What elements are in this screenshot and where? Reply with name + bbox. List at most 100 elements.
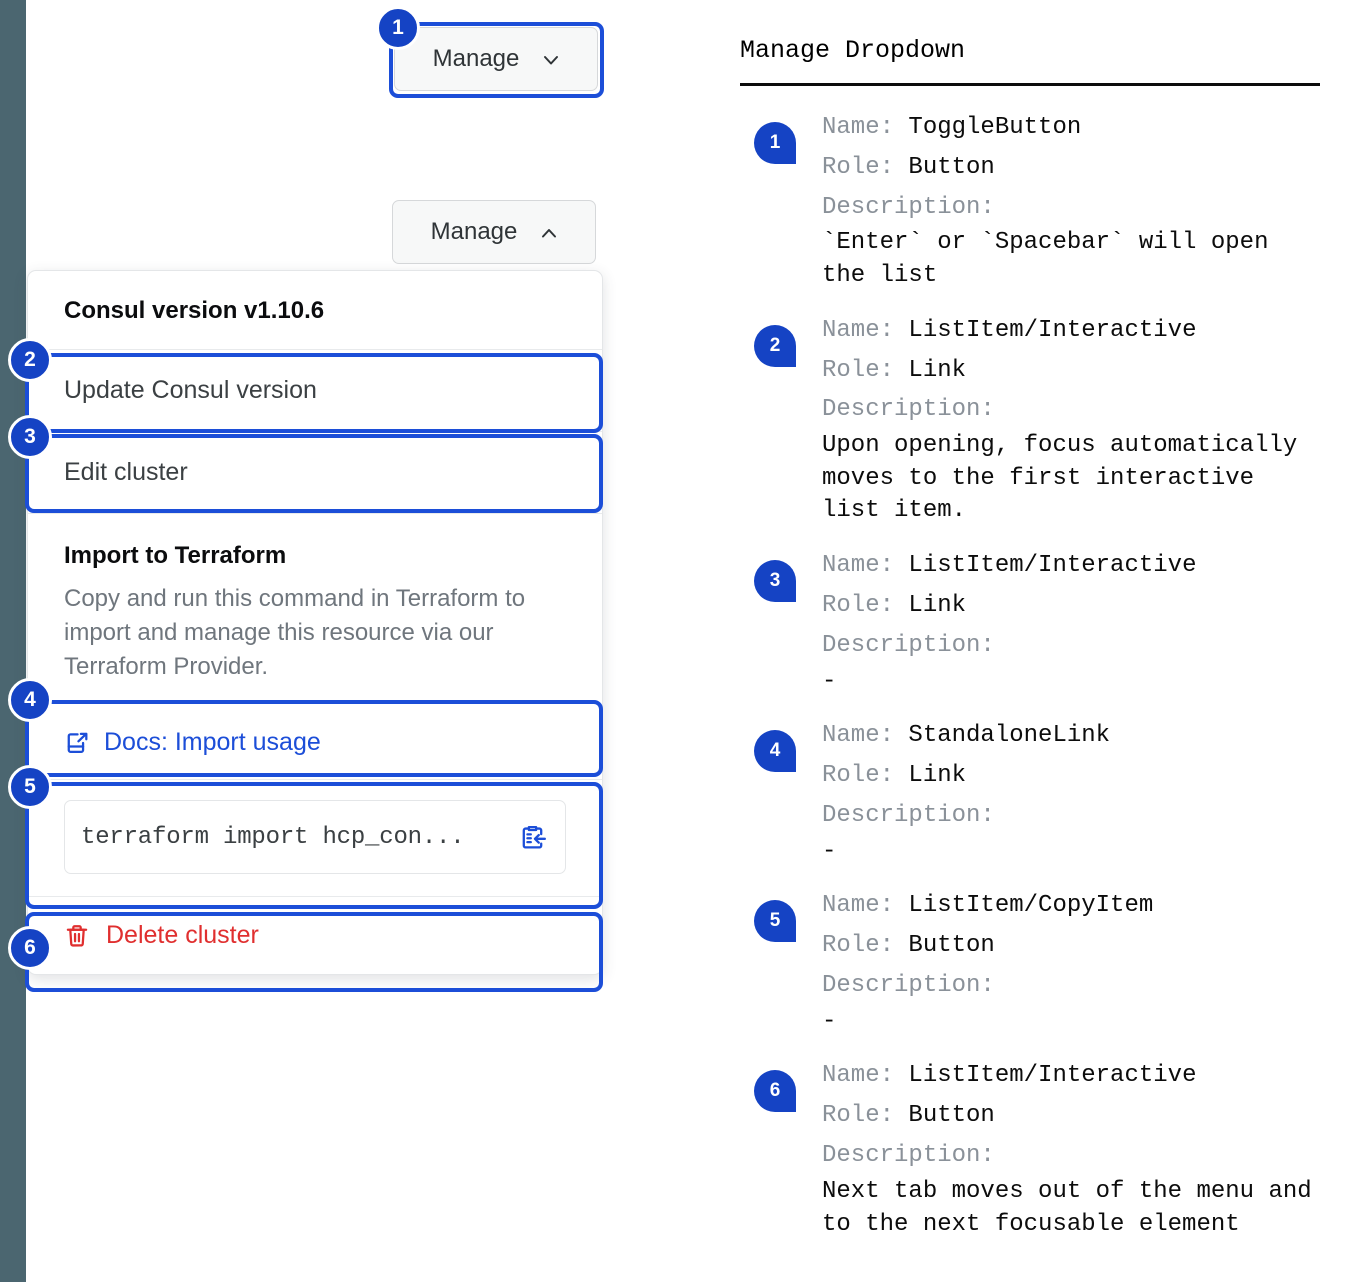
spec-role-line: Role: Button (822, 1096, 1320, 1136)
spec-name-line: Name: ListItem/Interactive (822, 546, 1320, 586)
terraform-command-row: terraform import hcp_con... (28, 780, 602, 896)
spec-description-text: - (822, 837, 837, 865)
spec-description-label: Description: (822, 1136, 1320, 1176)
docs-import-usage-label: Docs: Import usage (104, 728, 321, 757)
spec-field-value: ListItem/Interactive (908, 1062, 1197, 1090)
spec-field-label: Name: (822, 114, 909, 141)
spec-field-label: Description: (822, 801, 1010, 829)
spec-role-line: Role: Button (822, 148, 1320, 188)
manage-toggle-open[interactable]: Manage (392, 200, 596, 264)
spec-description-text: - (822, 667, 837, 695)
manage-toggle-open-label: Manage (430, 218, 518, 245)
chevron-down-icon (541, 50, 559, 68)
terraform-command-text: terraform import hcp_con... (81, 823, 465, 851)
manage-dropdown-menu: Consul version v1.10.6 Update Consul ver… (27, 270, 603, 976)
manage-toggle-closed-label: Manage (432, 45, 520, 72)
spec-field-label: Role: (822, 356, 909, 384)
chevron-up-icon (539, 223, 557, 241)
spec-description-label: Description: (822, 796, 1320, 836)
terraform-section-body: Copy and run this command in Terraform t… (64, 585, 526, 681)
spec-field-label: Description: (822, 396, 1010, 424)
spec-panel-rule (740, 83, 1320, 86)
terraform-command-box: terraform import hcp_con... (64, 800, 566, 875)
marker-badge-3: 3 (8, 415, 52, 459)
spec-field-label: Role: (822, 1102, 909, 1130)
spec-field-value: Button (908, 1102, 995, 1130)
manage-toggle-closed[interactable]: Manage (394, 27, 598, 91)
spec-field-label: Role: (822, 762, 909, 790)
spec-field-value: ListItem/Interactive (908, 316, 1197, 344)
spec-marker-badge: 3 (754, 560, 796, 603)
spec-description-label: Description: (822, 966, 1320, 1006)
spec-name-line: Name: StandaloneLink (822, 716, 1320, 756)
spec-field-label: Description: (822, 193, 1010, 221)
spec-marker-badge: 4 (754, 730, 796, 773)
spec-marker-badge: 1 (754, 122, 796, 164)
spec-field-value: Button (908, 153, 995, 181)
divider (28, 349, 602, 350)
spec-description-text: Next tab moves out of the menu and to th… (822, 1177, 1312, 1238)
dropdown-header-consul-version: Consul version v1.10.6 (64, 297, 325, 324)
spec-description-text: - (822, 1007, 837, 1035)
divider (28, 779, 602, 781)
left-rail (0, 0, 26, 1282)
marker-badge-5: 5 (8, 765, 52, 809)
spec-description-text: `Enter` or `Spacebar` will open the list (822, 229, 1269, 290)
docs-external-link-icon (64, 730, 90, 756)
spec-field-label: Name: (822, 552, 909, 580)
spec-panel-title: Manage Dropdown (740, 36, 966, 65)
spec-field-label: Role: (822, 932, 909, 960)
delete-cluster-label: Delete cluster (106, 921, 259, 950)
spec-marker-badge: 5 (754, 900, 796, 943)
spec-field-value: ListItem/CopyItem (908, 892, 1154, 920)
spec-marker-badge: 2 (754, 324, 796, 367)
spec-field-value: ToggleButton (908, 114, 1082, 141)
divider (28, 896, 602, 898)
spec-field-value: Button (908, 932, 995, 960)
spec-field-label: Role: (822, 591, 909, 619)
spec-name-line: Name: ListItem/Interactive (822, 311, 1320, 351)
spec-field-label: Description: (822, 971, 1010, 999)
marker-badge-6: 6 (8, 926, 52, 970)
menu-item-edit-cluster[interactable]: Edit cluster (64, 458, 188, 486)
spec-marker-badge: 6 (754, 1070, 796, 1113)
spec-field-label: Name: (822, 722, 909, 750)
spec-field-value: StandaloneLink (908, 722, 1111, 750)
spec-name-line: Name: ListItem/Interactive (822, 1056, 1320, 1096)
spec-description-text: Upon opening, focus automatically moves … (822, 432, 1298, 525)
spec-field-value: Link (908, 356, 967, 384)
left-pane: Manage 1 Manage Consul version v1.10.6 U… (8, 6, 604, 992)
clipboard-copy-icon[interactable] (518, 823, 547, 852)
spec-field-label: Description: (822, 631, 1010, 659)
spec-name-line: Name: ListItem/CopyItem (822, 886, 1320, 926)
menu-item-delete-cluster[interactable]: Delete cluster (28, 897, 602, 974)
spec-field-label: Name: (822, 1062, 909, 1090)
marker-badge-1: 1 (376, 6, 420, 50)
spec-field-value: Link (908, 762, 967, 790)
spec-role-line: Role: Link (822, 586, 1320, 626)
marker-badge-2: 2 (8, 338, 52, 382)
spec-field-label: Role: (822, 153, 909, 181)
spec-role-line: Role: Link (822, 756, 1320, 796)
spec-field-label: Name: (822, 892, 909, 920)
spec-field-value: ListItem/Interactive (908, 552, 1197, 580)
spec-role-line: Role: Button (822, 926, 1320, 966)
spec-description-label: Description: (822, 390, 1320, 430)
divider (28, 513, 602, 514)
spec-field-label: Description: (822, 1142, 1010, 1170)
spec-role-line: Role: Link (822, 351, 1320, 391)
menu-item-update-consul-version[interactable]: Update Consul version (64, 376, 317, 404)
terraform-section-title: Import to Terraform (64, 542, 287, 569)
menu-item-docs-import-usage[interactable]: Docs: Import usage (28, 706, 602, 779)
